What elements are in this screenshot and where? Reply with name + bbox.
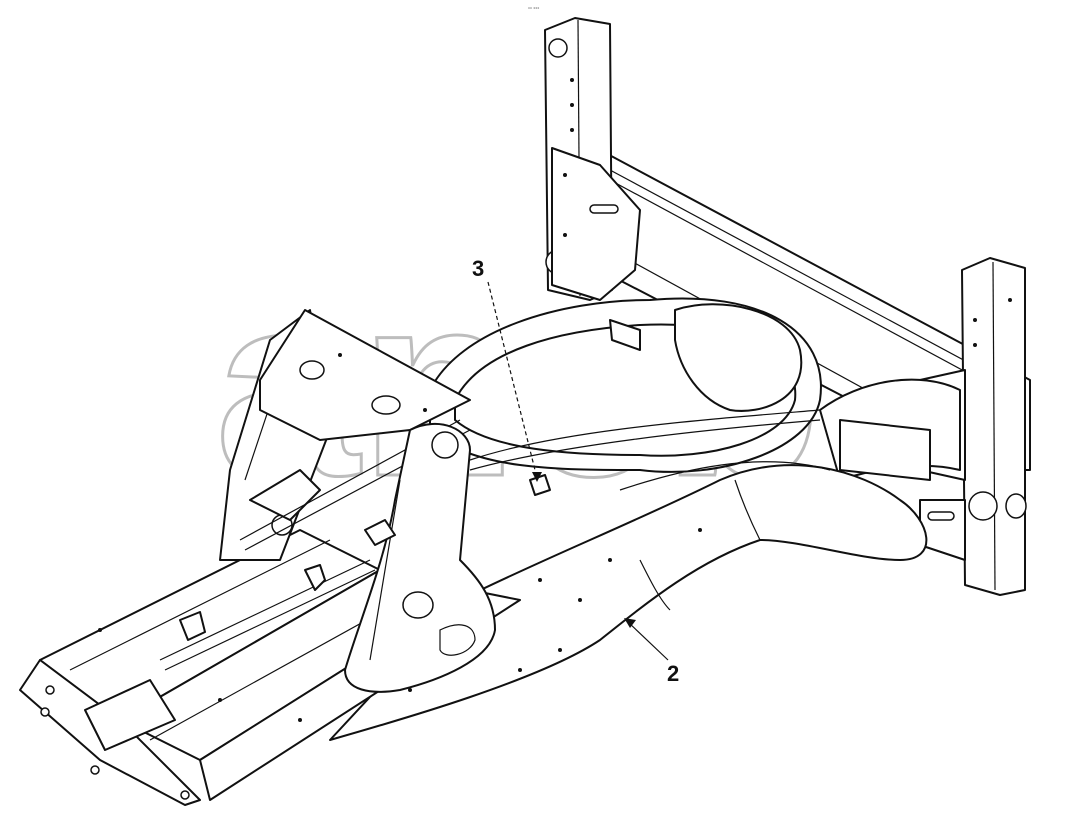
front-tower-leg [344, 422, 496, 693]
central-oval-frame [429, 297, 822, 473]
callout-2-arrowhead [624, 618, 636, 628]
callout-3-arrowhead [532, 472, 542, 482]
top-marker: °° °°° [528, 7, 539, 13]
main-central-beam [329, 461, 928, 741]
callout-3-leader [487, 281, 538, 479]
left-upright-column [544, 17, 641, 301]
right-curved-arm [819, 378, 961, 481]
top-plate [259, 309, 471, 441]
small-brackets [179, 319, 641, 641]
callout-3-label: 3 [472, 256, 484, 281]
callout-2-label: 2 [667, 661, 679, 686]
callout-2-leader [627, 621, 669, 661]
callout-leaders [487, 281, 669, 661]
